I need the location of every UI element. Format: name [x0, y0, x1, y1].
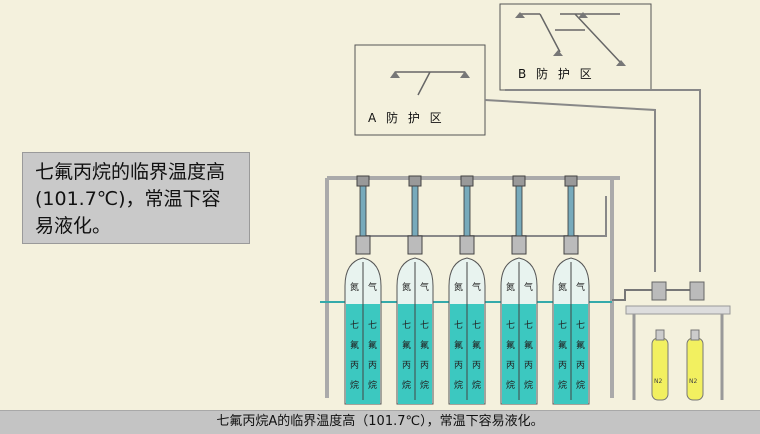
agent-label-char: 氟 — [524, 339, 533, 351]
agent-label-char: 丙 — [368, 360, 377, 371]
discharge-hose — [515, 183, 523, 237]
n2-label-right: N2 — [689, 378, 697, 385]
agent-label-char: 丙 — [454, 360, 463, 371]
cylinder-valve — [355, 235, 371, 255]
gas-label-char: 氮 — [558, 281, 567, 293]
discharge-hose — [411, 183, 419, 237]
agent-cylinder: 氮气七氟丙烷 七氟丙烷 — [552, 175, 590, 405]
agent-label-char: 氟 — [576, 339, 585, 351]
gas-label-char: 氮 — [506, 281, 515, 293]
agent-cylinder: 氮气七氟丙烷 七氟丙烷 — [448, 175, 486, 405]
discharge-hose — [463, 183, 471, 237]
agent-label-char: 烷 — [472, 379, 481, 391]
gas-label-char: 氮 — [350, 281, 359, 293]
agent-label-char: 七 — [506, 320, 515, 331]
zone-b-label: B 防 护 区 — [518, 66, 595, 81]
agent-label-char: 烷 — [402, 379, 411, 391]
agent-cylinder: 氮气七氟丙烷 七氟丙烷 — [344, 175, 382, 405]
agent-label-char: 烷 — [558, 379, 567, 391]
cylinder-valve — [511, 235, 527, 255]
check-valve — [356, 175, 370, 187]
gas-label-char: 气 — [524, 281, 533, 293]
agent-label-char: 烷 — [506, 379, 515, 391]
check-valve — [408, 175, 422, 187]
agent-label-char: 七 — [420, 320, 429, 331]
agent-label-char: 烷 — [524, 379, 533, 391]
gas-label-char: 气 — [420, 281, 429, 293]
agent-label-char: 烷 — [576, 379, 585, 391]
agent-label-char: 氟 — [472, 339, 481, 351]
agent-label-char: 烷 — [454, 379, 463, 391]
discharge-hose — [359, 183, 367, 237]
agent-label-char: 丙 — [576, 360, 585, 371]
zone-b-box: B 防 护 区 — [499, 3, 652, 91]
agent-cylinder: 氮气七氟丙烷 七氟丙烷 — [500, 175, 538, 405]
pilot-cylinder-left: N2 — [651, 329, 669, 401]
agent-label-char: 七 — [454, 320, 463, 331]
agent-cylinder-group: 氮气七氟丙烷七氟丙烷氮气七氟丙烷七氟丙烷氮气七氟丙烷七氟丙烷氮气七氟丙烷七氟丙烷… — [344, 175, 590, 405]
agent-label-char: 氟 — [506, 339, 515, 351]
agent-label-char: 丙 — [472, 360, 481, 371]
agent-label-char: 七 — [576, 320, 585, 331]
pilot-gas-stand — [612, 281, 731, 400]
gas-label-char: 氮 — [402, 281, 411, 293]
agent-label-char: 丙 — [350, 360, 359, 371]
gas-label-char: 氮 — [454, 281, 463, 293]
cylinder-valve — [459, 235, 475, 255]
agent-label-char: 氟 — [454, 339, 463, 351]
agent-label-char: 丙 — [558, 360, 567, 371]
agent-label-char: 七 — [402, 320, 411, 331]
zone-a-box: A 防 护 区 — [354, 44, 486, 136]
agent-label-char: 氟 — [402, 339, 411, 351]
zone-a-label: A 防 护 区 — [368, 110, 445, 125]
agent-label-char: 烷 — [368, 379, 377, 391]
n2-label-left: N2 — [654, 378, 662, 385]
discharge-hose — [567, 183, 575, 237]
agent-label-char: 氟 — [350, 339, 359, 351]
agent-label-char: 烷 — [350, 379, 359, 391]
agent-label-char: 氟 — [368, 339, 377, 351]
agent-label-char: 七 — [558, 320, 567, 331]
agent-label-char: 丙 — [402, 360, 411, 371]
agent-label-char: 丙 — [524, 360, 533, 371]
agent-cylinder: 氮气七氟丙烷 七氟丙烷 — [396, 175, 434, 405]
agent-label-char: 丙 — [506, 360, 515, 371]
agent-label-char: 氟 — [558, 339, 567, 351]
gas-label-char: 气 — [368, 281, 377, 293]
agent-label-char: 氟 — [420, 339, 429, 351]
agent-label-char: 七 — [524, 320, 533, 331]
caption-text: 七氟丙烷A的临界温度高（101.7℃），常温下容易液化。 — [216, 414, 544, 429]
check-valve — [512, 175, 526, 187]
agent-label-char: 烷 — [420, 379, 429, 391]
agent-label-char: 七 — [350, 320, 359, 331]
agent-label-char: 七 — [368, 320, 377, 331]
agent-label-char: 七 — [472, 320, 481, 331]
pilot-cylinder-right: N2 — [686, 329, 704, 401]
cylinder-valve — [563, 235, 579, 255]
check-valve — [460, 175, 474, 187]
info-box: 七氟丙烷的临界温度高(101.7℃)，常温下容易液化。 — [22, 152, 250, 244]
agent-label-char: 丙 — [420, 360, 429, 371]
cylinder-valve — [407, 235, 423, 255]
gas-label-char: 气 — [576, 281, 585, 293]
gas-label-char: 气 — [472, 281, 481, 293]
info-text: 七氟丙烷的临界温度高(101.7℃)，常温下容易液化。 — [35, 161, 226, 237]
check-valve — [564, 175, 578, 187]
caption-bar: 七氟丙烷A的临界温度高（101.7℃），常温下容易液化。 — [0, 410, 760, 434]
